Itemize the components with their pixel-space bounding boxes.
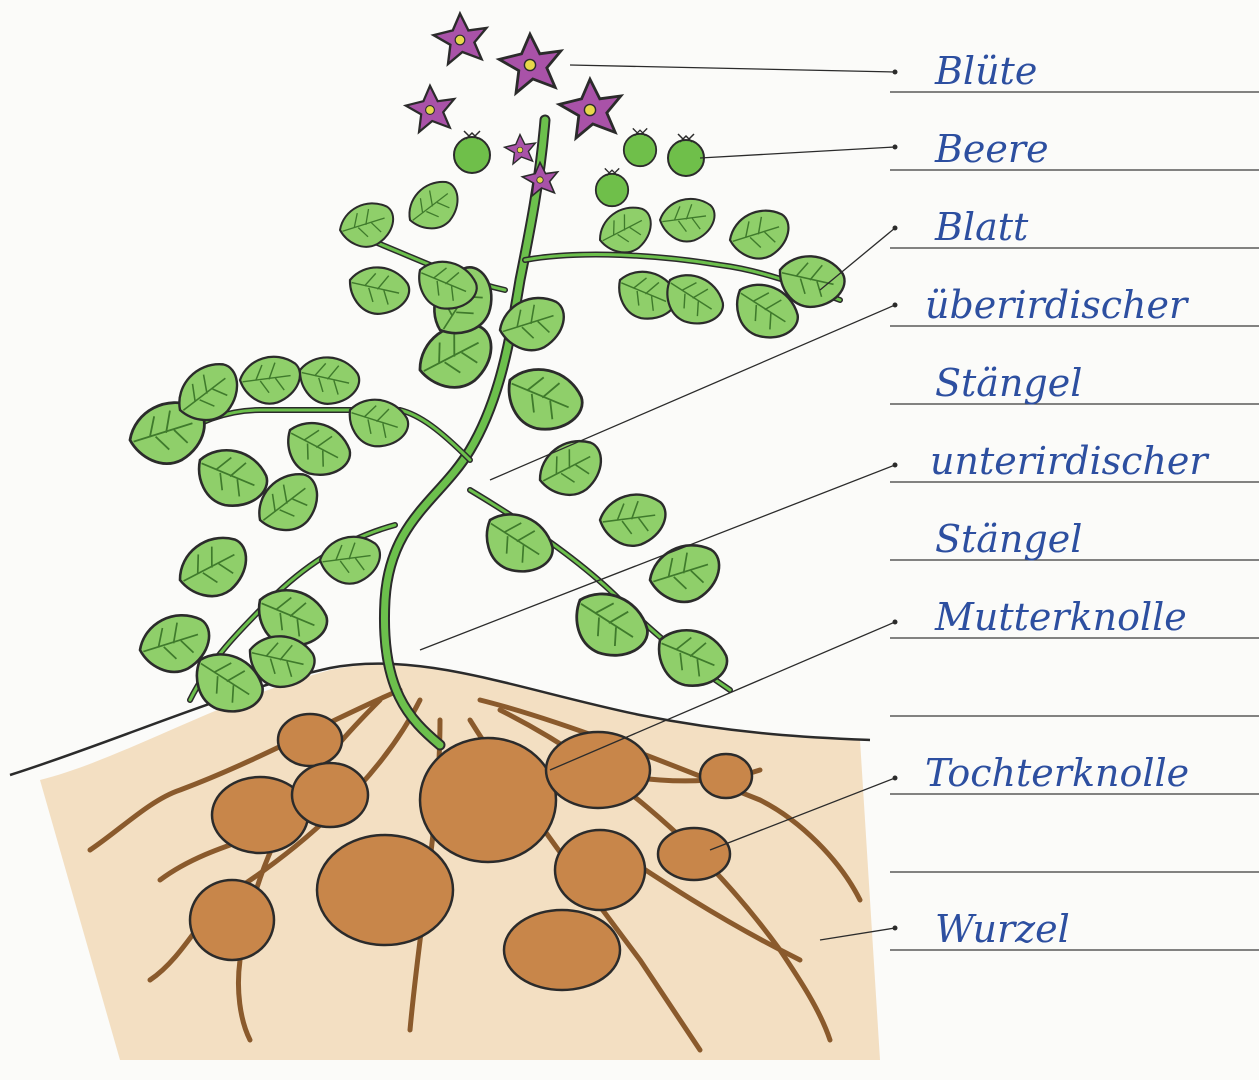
label-ueberirdischer: überirdischer [925,283,1190,327]
label-wurzel: Wurzel [935,907,1070,951]
label-mutterknolle: Mutterknolle [934,595,1187,639]
label-unterirdischer: unterirdischer [930,439,1210,483]
label-beere: Beere [934,127,1049,171]
label-tochterknolle: Tochterknolle [925,751,1189,795]
label-blatt: Blatt [934,205,1029,249]
label-bluete: Blüte [934,49,1037,93]
flowers [406,14,621,196]
berries [454,128,704,206]
label-staengel-unten: Stängel [935,517,1082,561]
leader-dots [893,70,898,931]
mother-tuber [420,738,556,862]
labels: Blüte Beere Blatt überirdischer Stängel … [925,49,1210,951]
label-staengel-oben: Stängel [935,361,1082,405]
